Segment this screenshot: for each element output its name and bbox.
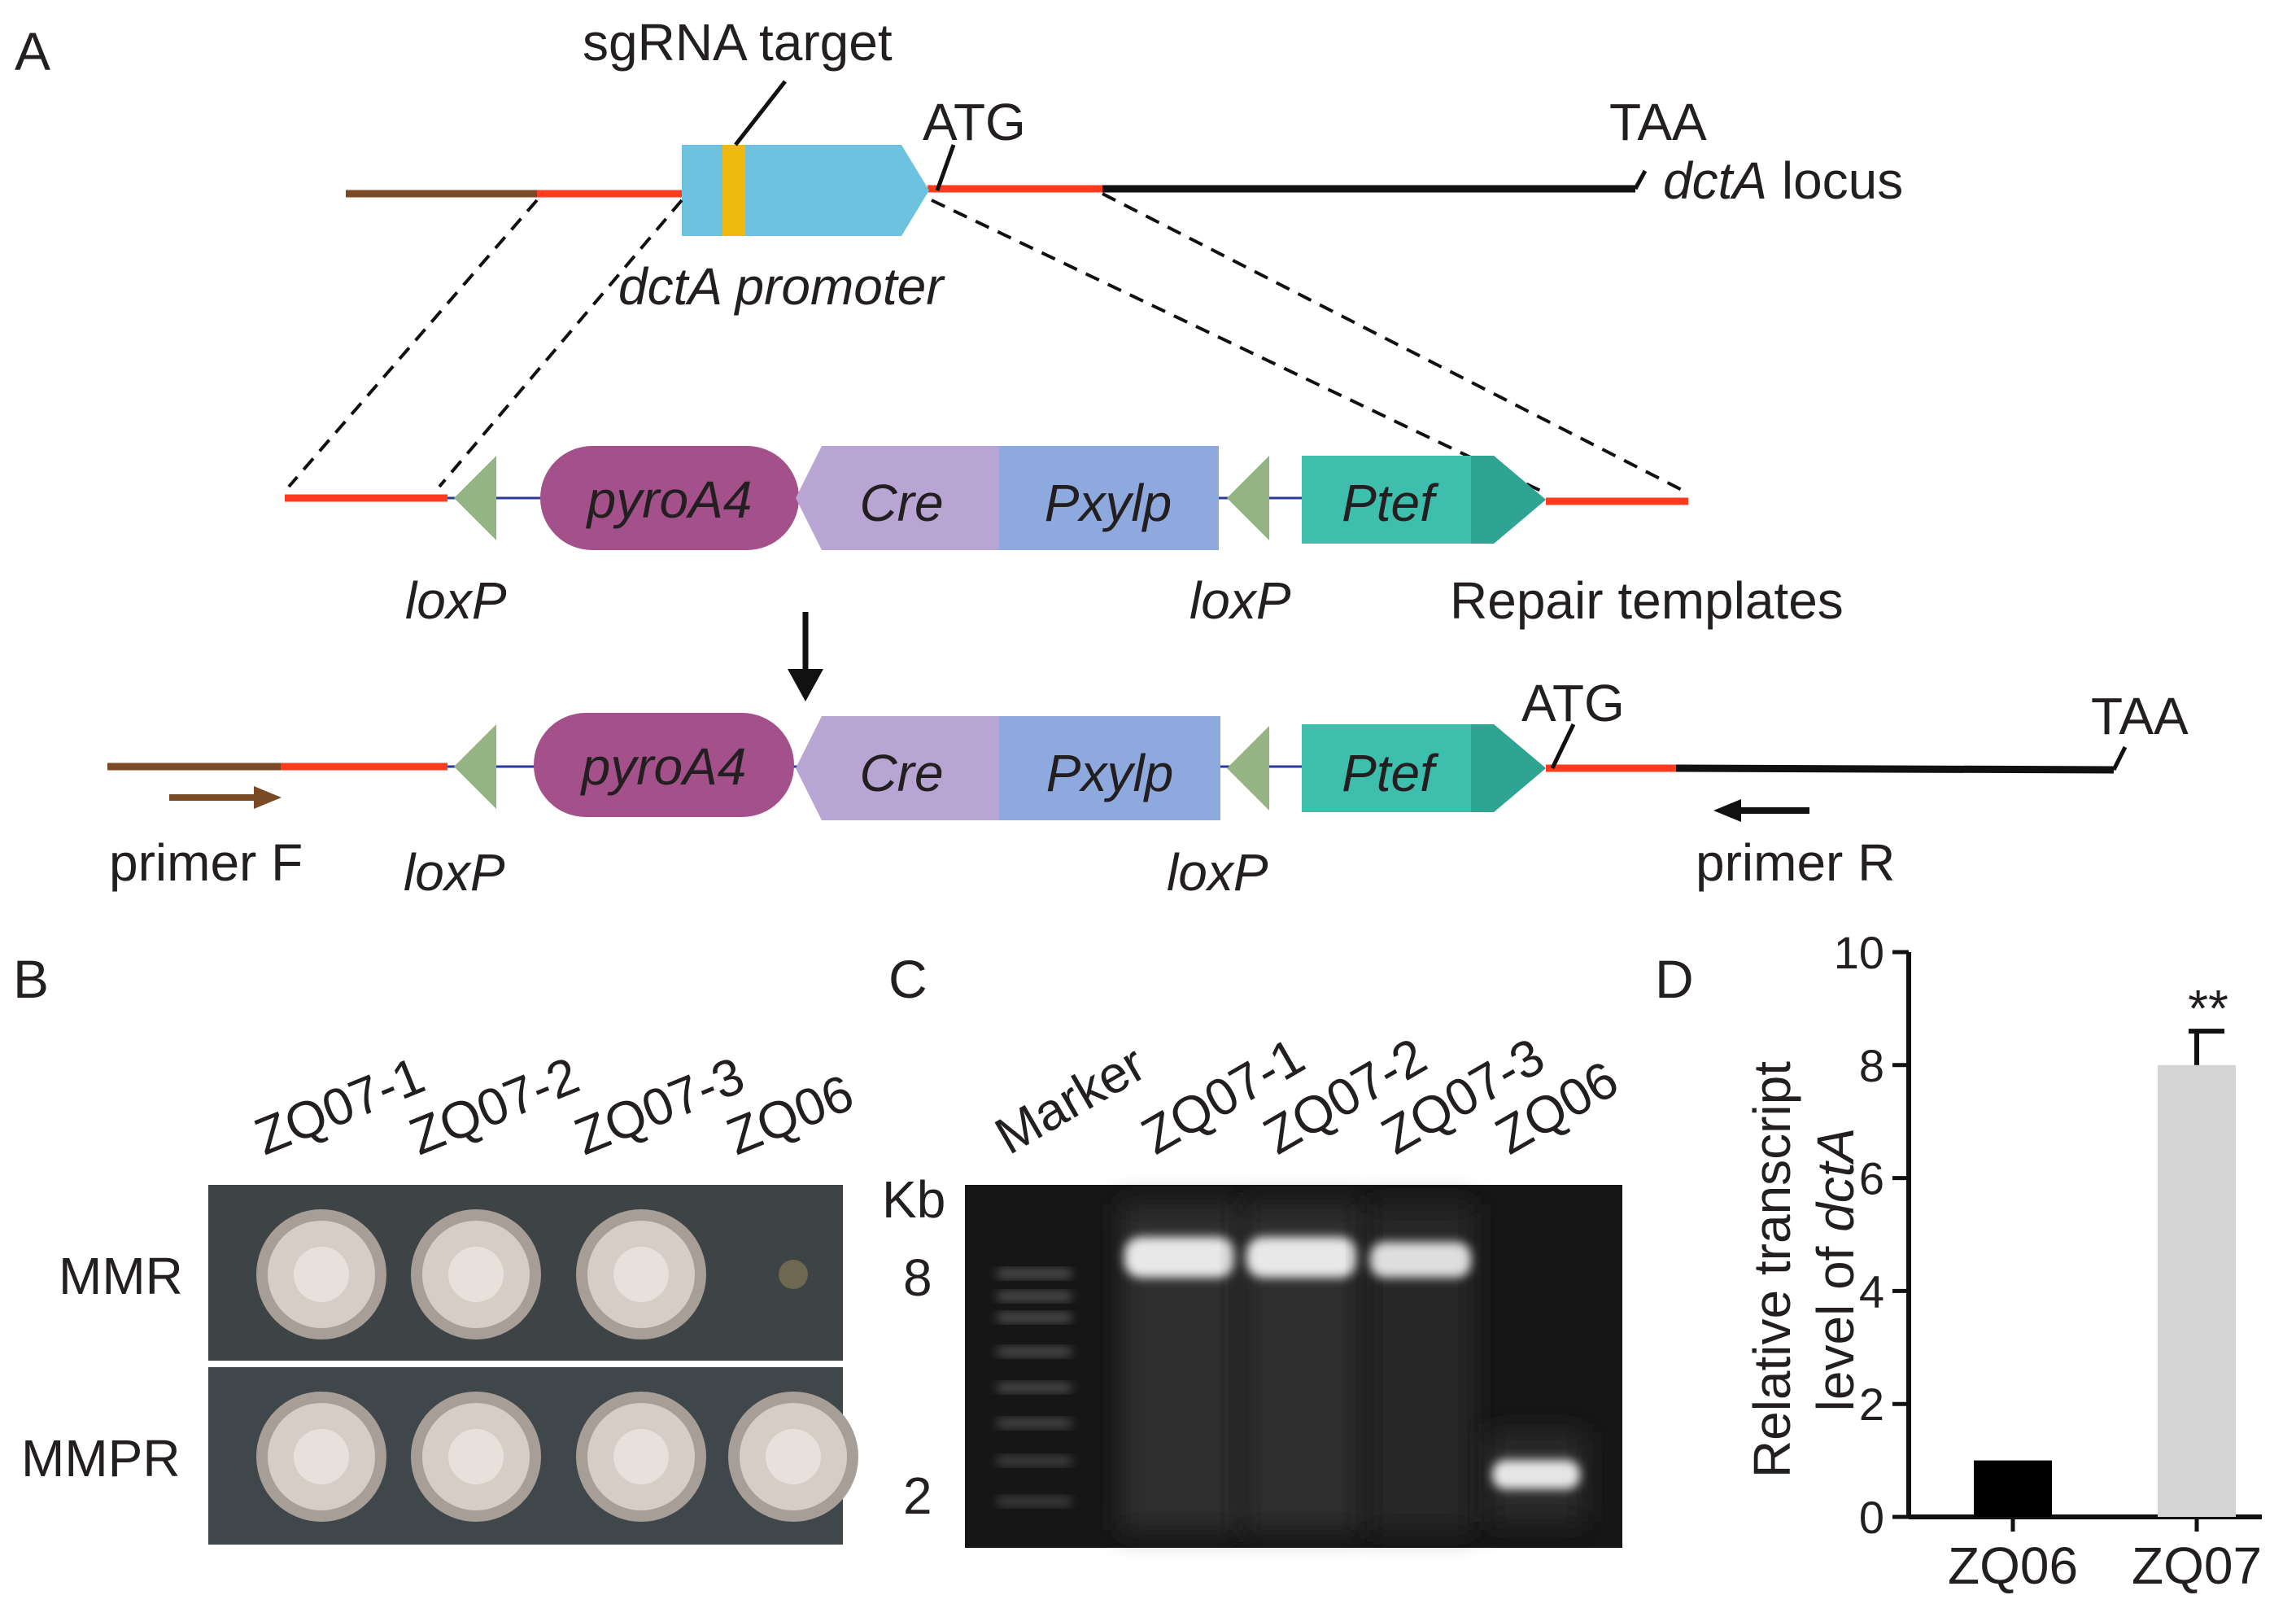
- ptef-label: Ptef: [1342, 474, 1439, 532]
- pxylp-block: [999, 446, 1219, 550]
- colony-center: [766, 1429, 821, 1484]
- final-pxylp-label: Pxylp: [1046, 744, 1174, 802]
- colony-center: [294, 1247, 349, 1302]
- final-pyroa4-block: [534, 713, 794, 817]
- chart-ytick-label: 6: [1859, 1153, 1884, 1204]
- gel-lane-zq07-3: [1367, 1204, 1474, 1530]
- chart-ytick-label: 2: [1859, 1379, 1884, 1430]
- sgrna-target-box: [722, 145, 745, 236]
- medium-label-mmpr: MMPR: [21, 1429, 181, 1488]
- final-pyroa4-label: pyroA4: [580, 737, 747, 796]
- colony-center: [613, 1429, 669, 1484]
- final-ptef-arrow-tip: [1471, 724, 1546, 812]
- plate-strain-label-zq07-3: ZQ07-3: [566, 1046, 752, 1166]
- loxp-left-label: loxP: [405, 571, 507, 630]
- chart-xtick-label-zq07: ZQ07: [2132, 1536, 2262, 1595]
- medium-label-mmr: MMR: [59, 1247, 183, 1305]
- chart-ytick-label: 0: [1859, 1492, 1884, 1543]
- final-taa-tick: [2111, 745, 2128, 771]
- panel-label-b: B: [13, 949, 49, 1009]
- taa-tick: [1633, 169, 1648, 190]
- primer-f-label: primer F: [109, 833, 303, 892]
- primer-r-arrow-head: [1713, 799, 1741, 822]
- gel-lane-zq07-1: [1121, 1204, 1238, 1530]
- chart-ytick-label: 4: [1859, 1265, 1884, 1317]
- gel-marker-ladder: [997, 1270, 1071, 1506]
- gel-lane-zq06: [1487, 1432, 1585, 1522]
- colony-center: [613, 1247, 669, 1302]
- sgrna-target-label: sgRNA target: [583, 13, 893, 72]
- bar-zq07: [2158, 1064, 2236, 1517]
- cre-block: [796, 446, 999, 550]
- panel-label-d: D: [1655, 949, 1694, 1009]
- primer-r-label: primer R: [1696, 833, 1895, 892]
- plate-strain-label-zq07-2: ZQ07-2: [401, 1046, 587, 1166]
- loxp-right-label: loxP: [1189, 571, 1291, 630]
- gel-size-label-8: 8: [903, 1248, 932, 1307]
- taa-label: TAA: [1609, 93, 1707, 151]
- pxylp-label: Pxylp: [1045, 474, 1172, 532]
- loxp-right-triangle: [1227, 456, 1269, 540]
- final-ptef-label: Ptef: [1342, 744, 1439, 802]
- dcta-promoter-arrow: [682, 145, 929, 236]
- loxp-left-triangle: [454, 456, 496, 540]
- homology-crossover-lines: [287, 192, 1689, 495]
- final-cre-label: Cre: [859, 744, 943, 802]
- ptef-arrow-tip: [1471, 456, 1546, 544]
- plate-strain-label-zq07-1: ZQ07-1: [247, 1046, 432, 1166]
- integration-arrow-head: [788, 669, 823, 701]
- final-cre-block: [796, 716, 999, 820]
- final-atg-label: ATG: [1521, 674, 1625, 732]
- final-coding-line: [1675, 764, 2115, 774]
- pyroa4-label: pyroA4: [586, 470, 753, 529]
- chart-xtick-label-zq06: ZQ06: [1948, 1536, 2078, 1595]
- gel-size-label-2: 2: [903, 1466, 932, 1525]
- primer-f-arrow-head: [254, 786, 282, 809]
- panel-label-a: A: [15, 21, 50, 81]
- colony-center: [294, 1429, 349, 1484]
- significance-zq07: **: [2188, 979, 2228, 1038]
- gel-lane-label-marker: Marker: [985, 1034, 1155, 1165]
- final-loxp-left-triangle: [454, 724, 496, 809]
- pyroa4-block: [540, 446, 799, 550]
- bar-zq06: [1974, 1460, 2052, 1517]
- dcta-promoter-label: dctA promoter: [618, 257, 945, 316]
- cre-label: Cre: [859, 474, 943, 532]
- gel-lane-zq07-2: [1243, 1204, 1360, 1530]
- final-loxp-left-label: loxP: [404, 843, 505, 902]
- dcta-locus-label: dctA locus: [1663, 151, 1903, 210]
- final-loxp-right-label: loxP: [1167, 843, 1268, 902]
- chart-ytick-label: 10: [1834, 927, 1884, 978]
- final-atg-tick: [1550, 723, 1576, 770]
- final-loxp-right-triangle: [1227, 726, 1269, 811]
- chart-ytick-label: 8: [1859, 1040, 1884, 1091]
- colony-center: [448, 1247, 504, 1302]
- repair-templates-label: Repair templates: [1450, 571, 1844, 630]
- atg-tick: [935, 144, 956, 191]
- sgrna-pointer-line: [734, 80, 787, 146]
- final-taa-label: TAA: [2091, 687, 2189, 745]
- plate-colonies: [256, 1209, 858, 1522]
- final-pxylp-block: [999, 716, 1220, 820]
- no-growth-spot-mmr: [779, 1260, 808, 1289]
- colony-center: [448, 1429, 504, 1484]
- chart-ylabel-line2: level of dctA: [1806, 1128, 1865, 1412]
- gel-unit-label: Kb: [882, 1170, 945, 1229]
- atg-label: ATG: [923, 93, 1026, 151]
- chart-ylabel-line1: Relative transcript: [1743, 1061, 1801, 1478]
- panel-label-c: C: [888, 949, 928, 1009]
